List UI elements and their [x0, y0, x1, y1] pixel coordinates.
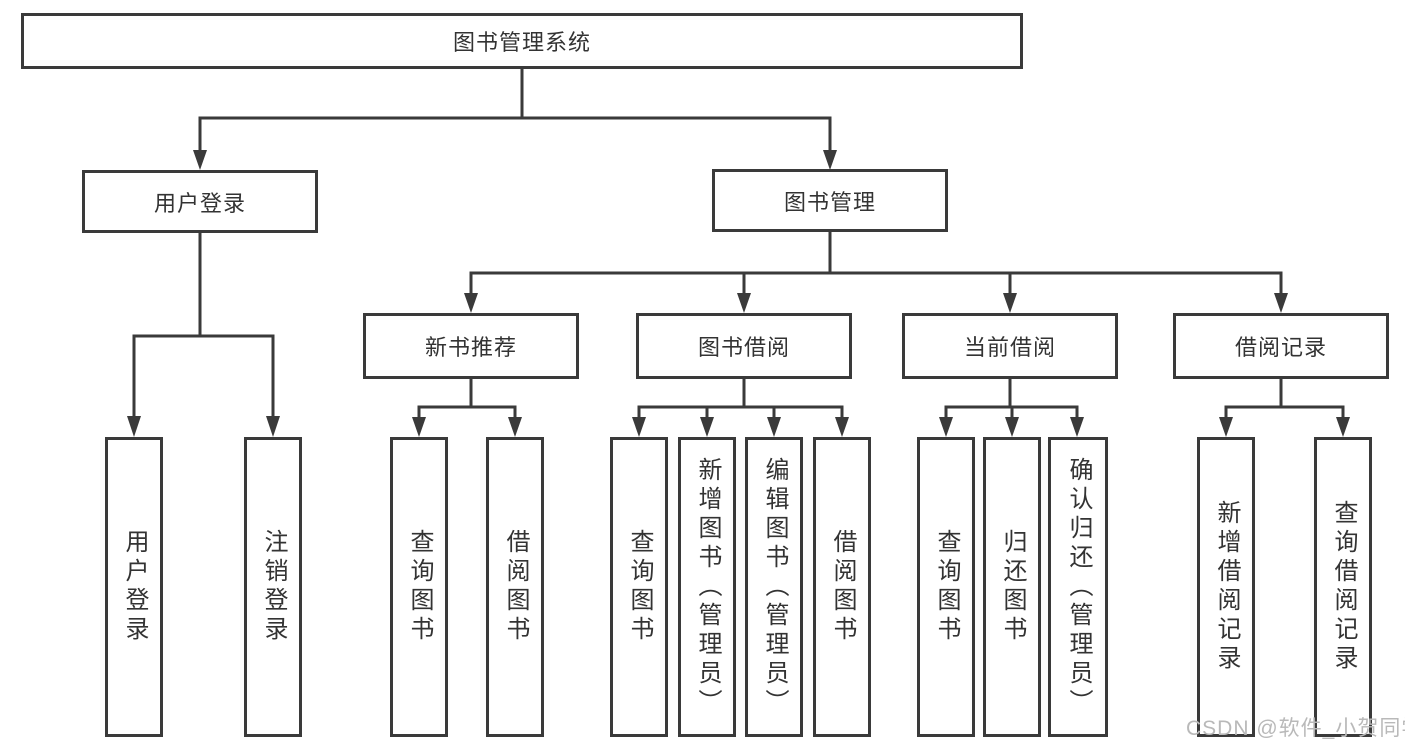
node-library-system: 图书管理系统: [21, 13, 1023, 69]
connector-current-borrow-to-children: [939, 379, 1084, 437]
node-borrow-records-label: 借阅记录: [1234, 335, 1327, 360]
node-user-login: 用户登录: [82, 170, 318, 233]
connector-user-login-to-children: [127, 233, 280, 437]
node-new-book-recommend: 新书推荐: [363, 313, 579, 379]
leaf-borrow-add-books-admin: 新增图书（管理员）: [678, 437, 736, 737]
leaf-borrow-borrow-books: 借阅图书: [813, 437, 871, 737]
leaf-newbooks-borrow-books: 借阅图书: [486, 437, 544, 737]
node-user-login-label: 用户登录: [153, 190, 246, 216]
leaf-logout: 注销登录: [244, 437, 302, 737]
leaf-newbooks-query-books: 查询图书: [390, 437, 448, 737]
leaf-current-confirm-return-admin: 确认归还（管理员）: [1048, 437, 1108, 737]
connector-book-mgmt-to-level3: [464, 232, 1288, 313]
leaf-borrow-edit-books-admin: 编辑图书（管理员）: [745, 437, 803, 737]
node-current-borrow-label: 当前借阅: [963, 335, 1056, 360]
leaf-current-query-books: 查询图书: [917, 437, 975, 737]
connector-book-borrow-to-children: [632, 379, 849, 437]
node-book-management-label: 图书管理: [783, 189, 876, 215]
connector-records-to-children: [1219, 379, 1350, 437]
connector-root-to-level2: [193, 69, 837, 170]
leaf-borrow-query-books: 查询图书: [610, 437, 668, 737]
csdn-watermark: CSDN @软件_小贺同学: [1186, 717, 1405, 740]
node-book-borrow-label: 图书借阅: [697, 335, 790, 360]
node-borrow-records: 借阅记录: [1173, 313, 1389, 379]
leaf-current-return-books: 归还图书: [983, 437, 1041, 737]
node-book-borrow: 图书借阅: [636, 313, 852, 379]
connector-new-books-to-children: [412, 379, 522, 437]
leaf-user-login: 用户登录: [105, 437, 163, 737]
node-library-system-label: 图书管理系统: [452, 30, 591, 55]
leaf-records-add-record: 新增借阅记录: [1197, 437, 1255, 737]
node-new-book-recommend-label: 新书推荐: [424, 335, 517, 360]
node-book-management: 图书管理: [712, 169, 948, 232]
leaf-records-query-record: 查询借阅记录: [1314, 437, 1372, 737]
node-current-borrow: 当前借阅: [902, 313, 1118, 379]
